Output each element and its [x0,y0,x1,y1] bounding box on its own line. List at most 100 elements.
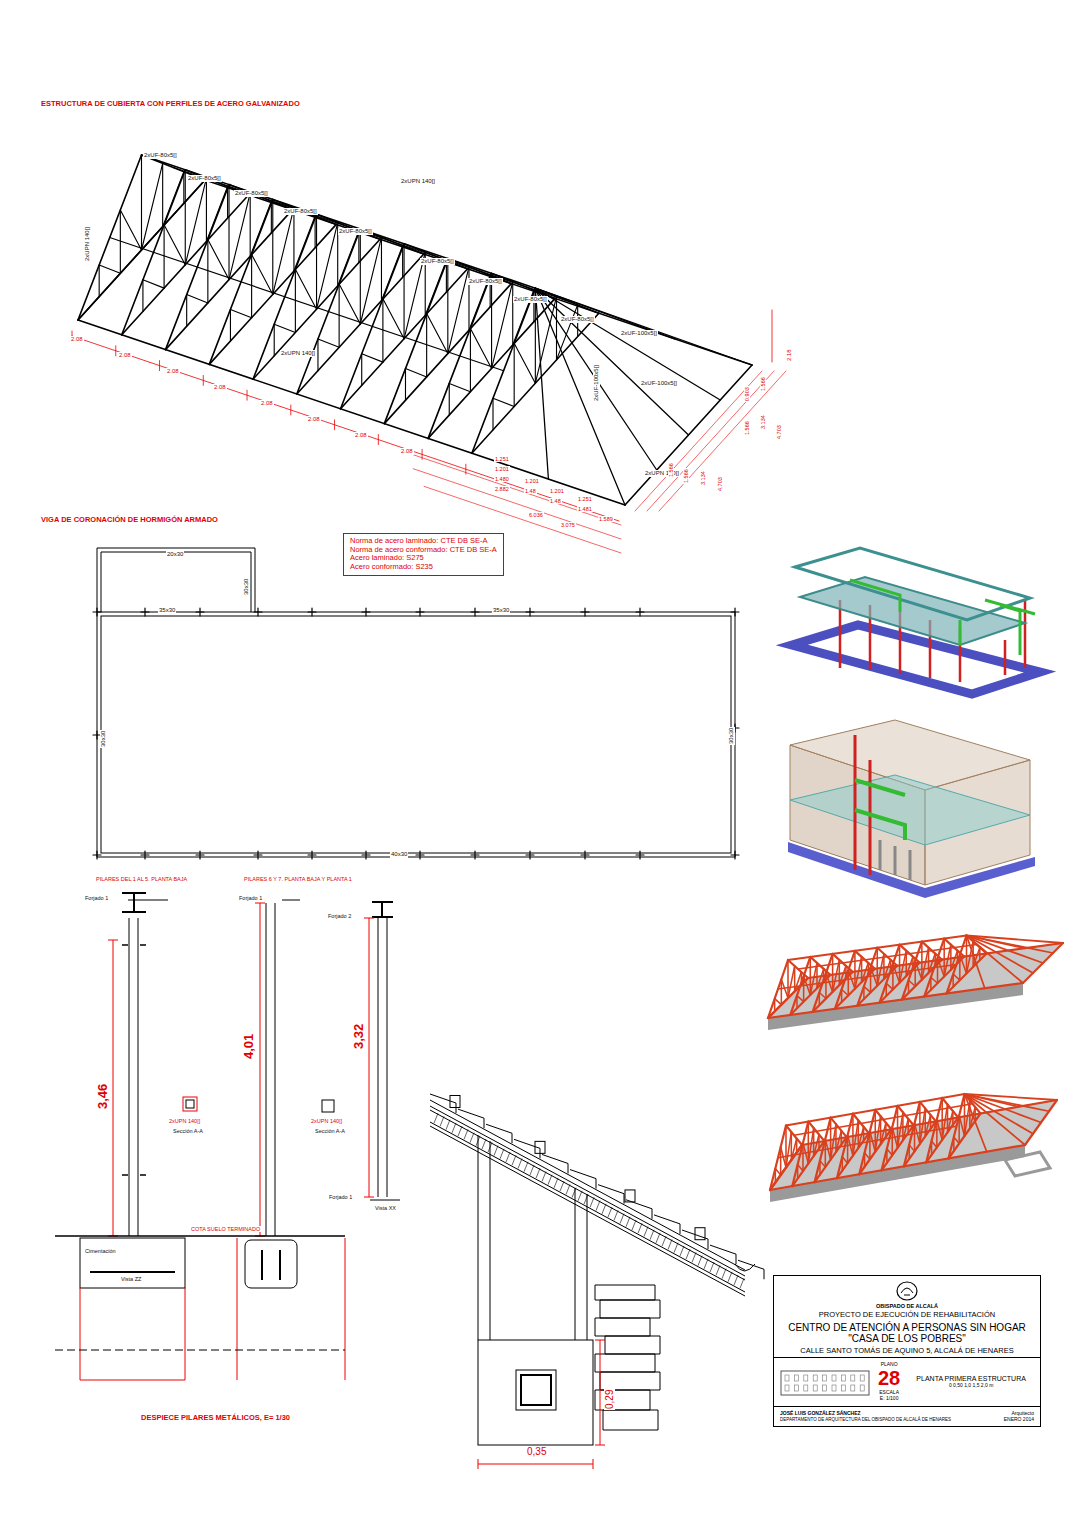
truss-member [967,936,1034,974]
truss-member [886,983,893,989]
truss-member [535,288,720,400]
truss-member [863,986,865,999]
drawing-label: 4,01 [242,1033,256,1060]
drawing-label: 1.201 [549,488,565,494]
truss-member [909,980,916,986]
facade-window [813,1375,817,1381]
structure-render [792,548,1040,694]
facade-window [813,1385,817,1391]
facade-window [832,1385,836,1391]
drawing-label: 2.08 [70,336,84,343]
truss-member [557,305,578,360]
truss-member [272,199,273,294]
column-mark [419,851,420,859]
truss-member [274,324,295,332]
truss-member [514,343,535,383]
dimension-line [659,371,786,511]
text-column: JOSÉ LUIS GONZÁLEZ SÁNCHEZDEPARTAMENTO D… [780,1411,951,1422]
drawing-label: Forjado 1 [328,1194,353,1200]
drawing-label: 1.589 [598,516,614,522]
truss-member [959,1116,964,1137]
column-mark [311,851,312,859]
slab-extension [1005,1152,1050,1176]
truss-member [819,993,821,1006]
node-text: JOSÉ LUIS GONZÁLEZ SÁNCHEZ [780,1411,951,1417]
facade-window [860,1385,864,1391]
drawing-label: 40x30 [390,851,408,858]
drawing-label: 2.08 [118,352,132,359]
drawing-label: 2xUF-80x5[] [513,296,548,303]
truss-member [492,398,493,430]
drawing-label: 1.48 [524,488,537,494]
truss-member [208,240,229,280]
title-block: OBISPADO DE ALCALÁPROYECTO DE EJECUCIÓN … [773,1275,1041,1427]
facade-window [832,1375,836,1381]
truss-member [886,1149,888,1163]
truss-member [948,1111,953,1133]
truss-member [942,1104,947,1140]
node-text: OBISPADO DE ALCALÁ [774,1302,1040,1310]
truss-member [875,1116,880,1152]
facade-window [841,1375,845,1381]
truss-member [206,178,207,241]
drawing-label: 30x30 [100,730,107,748]
truss-member [403,244,404,339]
column-mark [734,851,735,859]
node-text: Norma de acero laminado: CTE DB SE-A [350,537,497,546]
truss-member [449,383,470,391]
truss-member [470,328,491,368]
truss-member [967,936,1054,954]
truss-member [903,1119,908,1141]
dimension-tick [378,435,379,445]
truss-member [274,324,275,356]
drawing-label: DESPIECE PILARES METÁLICOS, E= 1/30 [140,1414,291,1422]
truss-member [185,170,186,265]
drawing-label: 30x30 [728,727,735,745]
eave-detail [430,1100,755,1469]
roof-truss [78,155,752,505]
drawing-label: 35x30 [158,607,176,614]
drawing-label: 2xUF-80x5[] [338,228,373,235]
facade-window [841,1385,845,1391]
drawing-label: 2xUF-80x5[] [468,278,503,285]
sheet-box: PLANO28ESCALAE: 1/100PLANTA PRIMERA ESTR… [774,1357,1040,1406]
author-box: JOSÉ LUIS GONZÁLEZ SÁNCHEZDEPARTAMENTO D… [774,1406,1040,1427]
truss-member [778,1126,957,1158]
drawing-label: 2xUF-100x5[] [593,364,600,402]
drawing-label: 2xUPN 140[] [400,178,436,185]
truss-member [865,1153,870,1160]
node-text: 28 [878,1367,900,1390]
truss-member [99,265,100,297]
drawing-label: Vista ZZ [120,1276,142,1282]
truss-member [887,1149,892,1156]
drawing-label: 1.566 [668,462,674,478]
truss-member [449,383,450,415]
truss-member [798,1165,803,1172]
truss-member [250,193,251,256]
node-text: PLANO [878,1362,900,1368]
drawing-label: 2.18 [786,348,793,362]
truss-member [468,267,469,330]
truss-member [110,238,504,371]
text-column: PLANTA PRIMERA ESTRUCTURA0 0,50 1,0 1,5 … [908,1375,1034,1389]
column-mark [144,851,145,859]
column-mark [96,851,97,859]
facade-sketch [780,1367,870,1397]
emblem-mark [901,1288,913,1295]
facade-window [794,1375,798,1381]
facade-window [860,1375,864,1381]
facade-window [804,1375,808,1381]
node-text: Acero laminado: S275 [350,554,497,563]
node-text: 0 0,50 1,0 1,5 2,0 m [908,1383,1034,1389]
drawing-label: 2xUF-80x5[] [560,316,595,323]
drawing-label: 2xUPN 140[] [280,350,316,357]
node-text: E: 1/100 [878,1396,900,1402]
drawing-label: 4.703 [717,476,723,492]
facade-window [794,1385,798,1391]
column-mark [144,608,145,616]
node-text: Acero conformado: S235 [350,563,497,572]
truss-member [295,269,316,309]
drawing-label: 3.075 [560,522,576,528]
building-render [788,720,1035,898]
drawing-label: Vista XX [374,1205,397,1211]
